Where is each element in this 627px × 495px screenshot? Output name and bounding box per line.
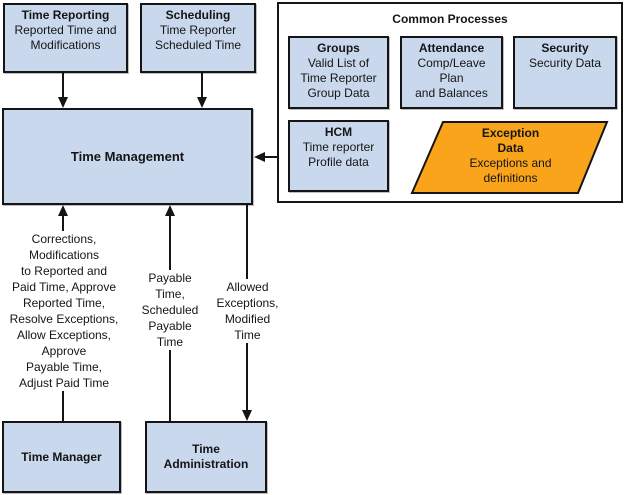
node-body: Valid List of Time Reporter Group Data <box>300 56 377 100</box>
node-title: Groups <box>317 41 360 55</box>
node-body: Comp/Leave Plan and Balances <box>415 56 488 100</box>
node-groups: Groups Valid List of Time Reporter Group… <box>288 36 389 109</box>
node-title: HCM <box>324 125 353 139</box>
node-body: Exceptions and definitions <box>469 156 552 185</box>
line-time-reporting-to-management <box>62 73 64 99</box>
edge-label-manager-to-management: Corrections, Modifications to Reported a… <box>0 231 128 391</box>
node-time-manager: Time Manager <box>2 421 121 493</box>
node-body: Time reporter Profile data <box>302 140 375 169</box>
node-exception-data: Exception Data Exceptions and definition… <box>433 126 588 186</box>
exception-parallelogram-shape <box>410 121 609 194</box>
node-time-reporting: Time Reporting Reported Time and Modific… <box>3 3 128 73</box>
node-title: Security <box>541 41 589 55</box>
exception-parallelogram <box>410 121 609 194</box>
node-title: Attendance <box>418 41 485 55</box>
node-title: Time Management <box>70 149 185 164</box>
node-body: Time Reporter Scheduled Time <box>154 23 242 52</box>
arrowhead-down-icon <box>242 410 252 421</box>
node-title: Scheduling <box>165 8 231 22</box>
node-title: Exception Data <box>481 126 540 155</box>
node-time-management: Time Management <box>2 108 253 205</box>
node-security: Security Security Data <box>513 36 617 109</box>
edge-label-administration-to-management: Payable Time, Scheduled Payable Time <box>127 270 213 350</box>
line-scheduling-to-management <box>201 73 203 99</box>
arrowhead-left-icon <box>254 152 265 162</box>
line-common-to-management <box>264 156 278 158</box>
node-time-administration: Time Administration <box>145 421 267 493</box>
node-title: Time Administration <box>163 442 249 471</box>
node-scheduling: Scheduling Time Reporter Scheduled Time <box>140 3 256 73</box>
arrowhead-up-icon <box>58 205 68 216</box>
edge-label-management-to-administration: Allowed Exceptions, Modified Time <box>202 279 293 343</box>
arrowhead-down-icon <box>58 97 68 108</box>
node-title: Time Reporting <box>21 8 110 22</box>
arrowhead-up-icon <box>165 205 175 216</box>
node-hcm: HCM Time reporter Profile data <box>288 120 389 192</box>
node-body: Security Data <box>528 56 602 70</box>
node-body: Reported Time and Modifications <box>14 23 117 52</box>
arrowhead-down-icon <box>197 97 207 108</box>
node-attendance: Attendance Comp/Leave Plan and Balances <box>400 36 503 109</box>
node-title: Time Manager <box>21 449 102 464</box>
group-title: Common Processes <box>392 12 508 26</box>
